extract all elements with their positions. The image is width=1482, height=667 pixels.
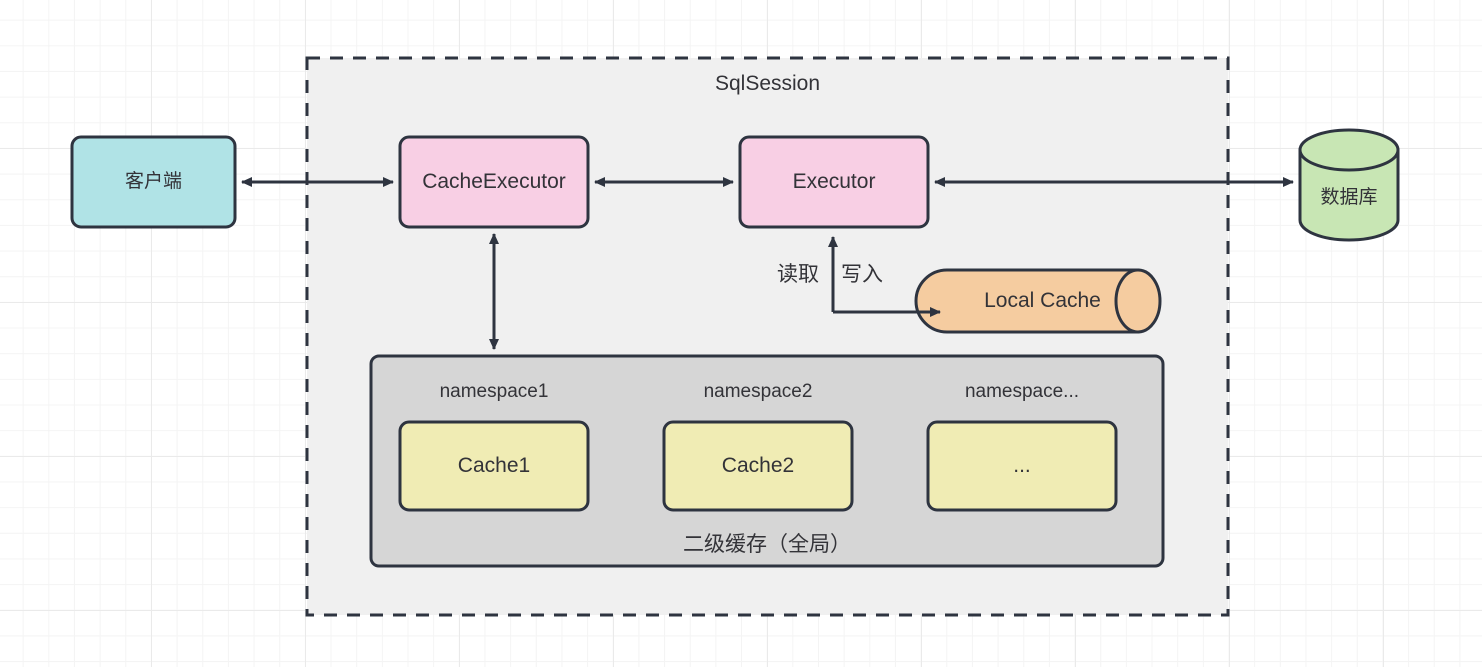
database-node[interactable] (1298, 128, 1400, 242)
executor-node[interactable] (738, 135, 930, 229)
namespace-title-1: namespace1 (439, 381, 549, 402)
second-level-cache-footer-label: 二级缓存（全局） (683, 533, 851, 556)
cache-box-2[interactable] (662, 420, 854, 512)
cache-executor-node[interactable] (398, 135, 590, 229)
sqlsession-title: SqlSession (714, 72, 821, 95)
cache-box-3[interactable] (926, 420, 1118, 512)
client-node[interactable] (70, 135, 237, 229)
namespace-title-2: namespace2 (703, 381, 813, 402)
edge-label-write: 写入 (841, 263, 883, 286)
edge-label-read: 读取 (777, 263, 819, 286)
namespace-title-3: namespace... (964, 381, 1080, 402)
cache-box-1[interactable] (398, 420, 590, 512)
local-cache-node[interactable] (914, 268, 1162, 334)
